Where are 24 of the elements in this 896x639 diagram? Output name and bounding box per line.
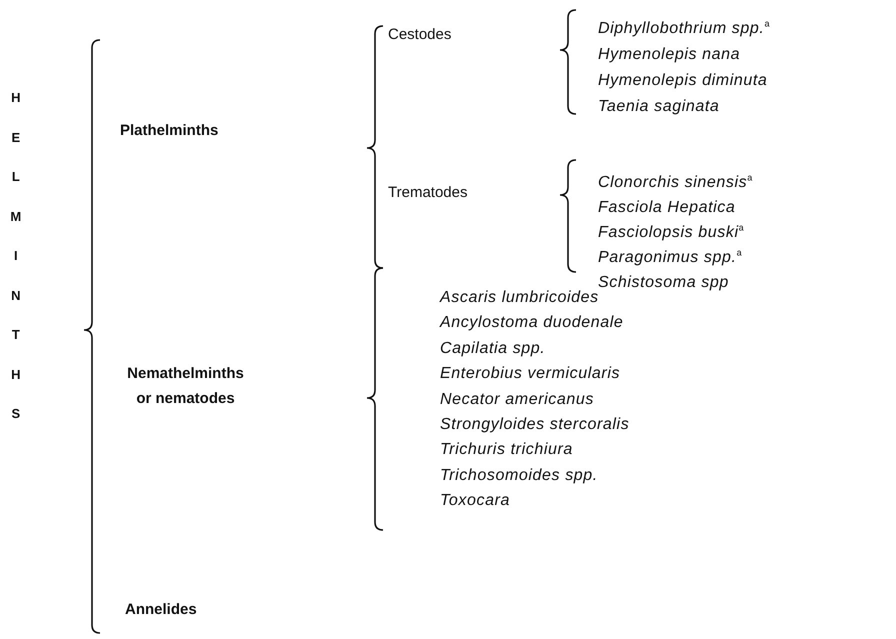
species-name: Trichosomoides spp. <box>440 466 598 486</box>
species-name: Fasciola Hepatica <box>598 198 736 218</box>
group-label: Nemathelminths or nematodes <box>126 364 245 409</box>
species-name: Hymenolepis nana <box>598 45 740 65</box>
species-name: Hymenolepis diminuta <box>598 71 768 91</box>
species-name: Capilatia spp. <box>440 338 546 359</box>
group-label: Annelides <box>125 600 197 620</box>
species-name: Taenia saginata <box>598 97 720 117</box>
species-name: Ascaris lumbricoides <box>440 288 599 308</box>
species-name: Clonorchis sinensis$^{a}$ <box>598 172 753 193</box>
species-name: Trichuris trichiura <box>440 440 573 460</box>
species-name: Ancylostoma duodenale <box>440 313 624 334</box>
species-name: Necator americanus <box>440 390 594 410</box>
species-name: Fasciolopsis buski$^{a}$ <box>598 222 744 243</box>
species-name: Enterobius vermicularis <box>440 364 620 384</box>
species-name: Toxocara <box>440 491 510 512</box>
species-name: Paragonimus spp.$^{a}$ <box>598 246 742 268</box>
vertical-title: HELMINTHS <box>10 89 22 423</box>
group-label: Cestodes <box>388 25 452 45</box>
species-name: Strongyloides stercoralis <box>440 415 630 435</box>
group-label: Trematodes <box>388 183 468 203</box>
species-name: Schistosoma spp <box>598 273 729 293</box>
species-name: Diphyllobothrium spp.$^{a}$ <box>598 18 770 39</box>
group-label: Plathelminths <box>120 121 218 141</box>
